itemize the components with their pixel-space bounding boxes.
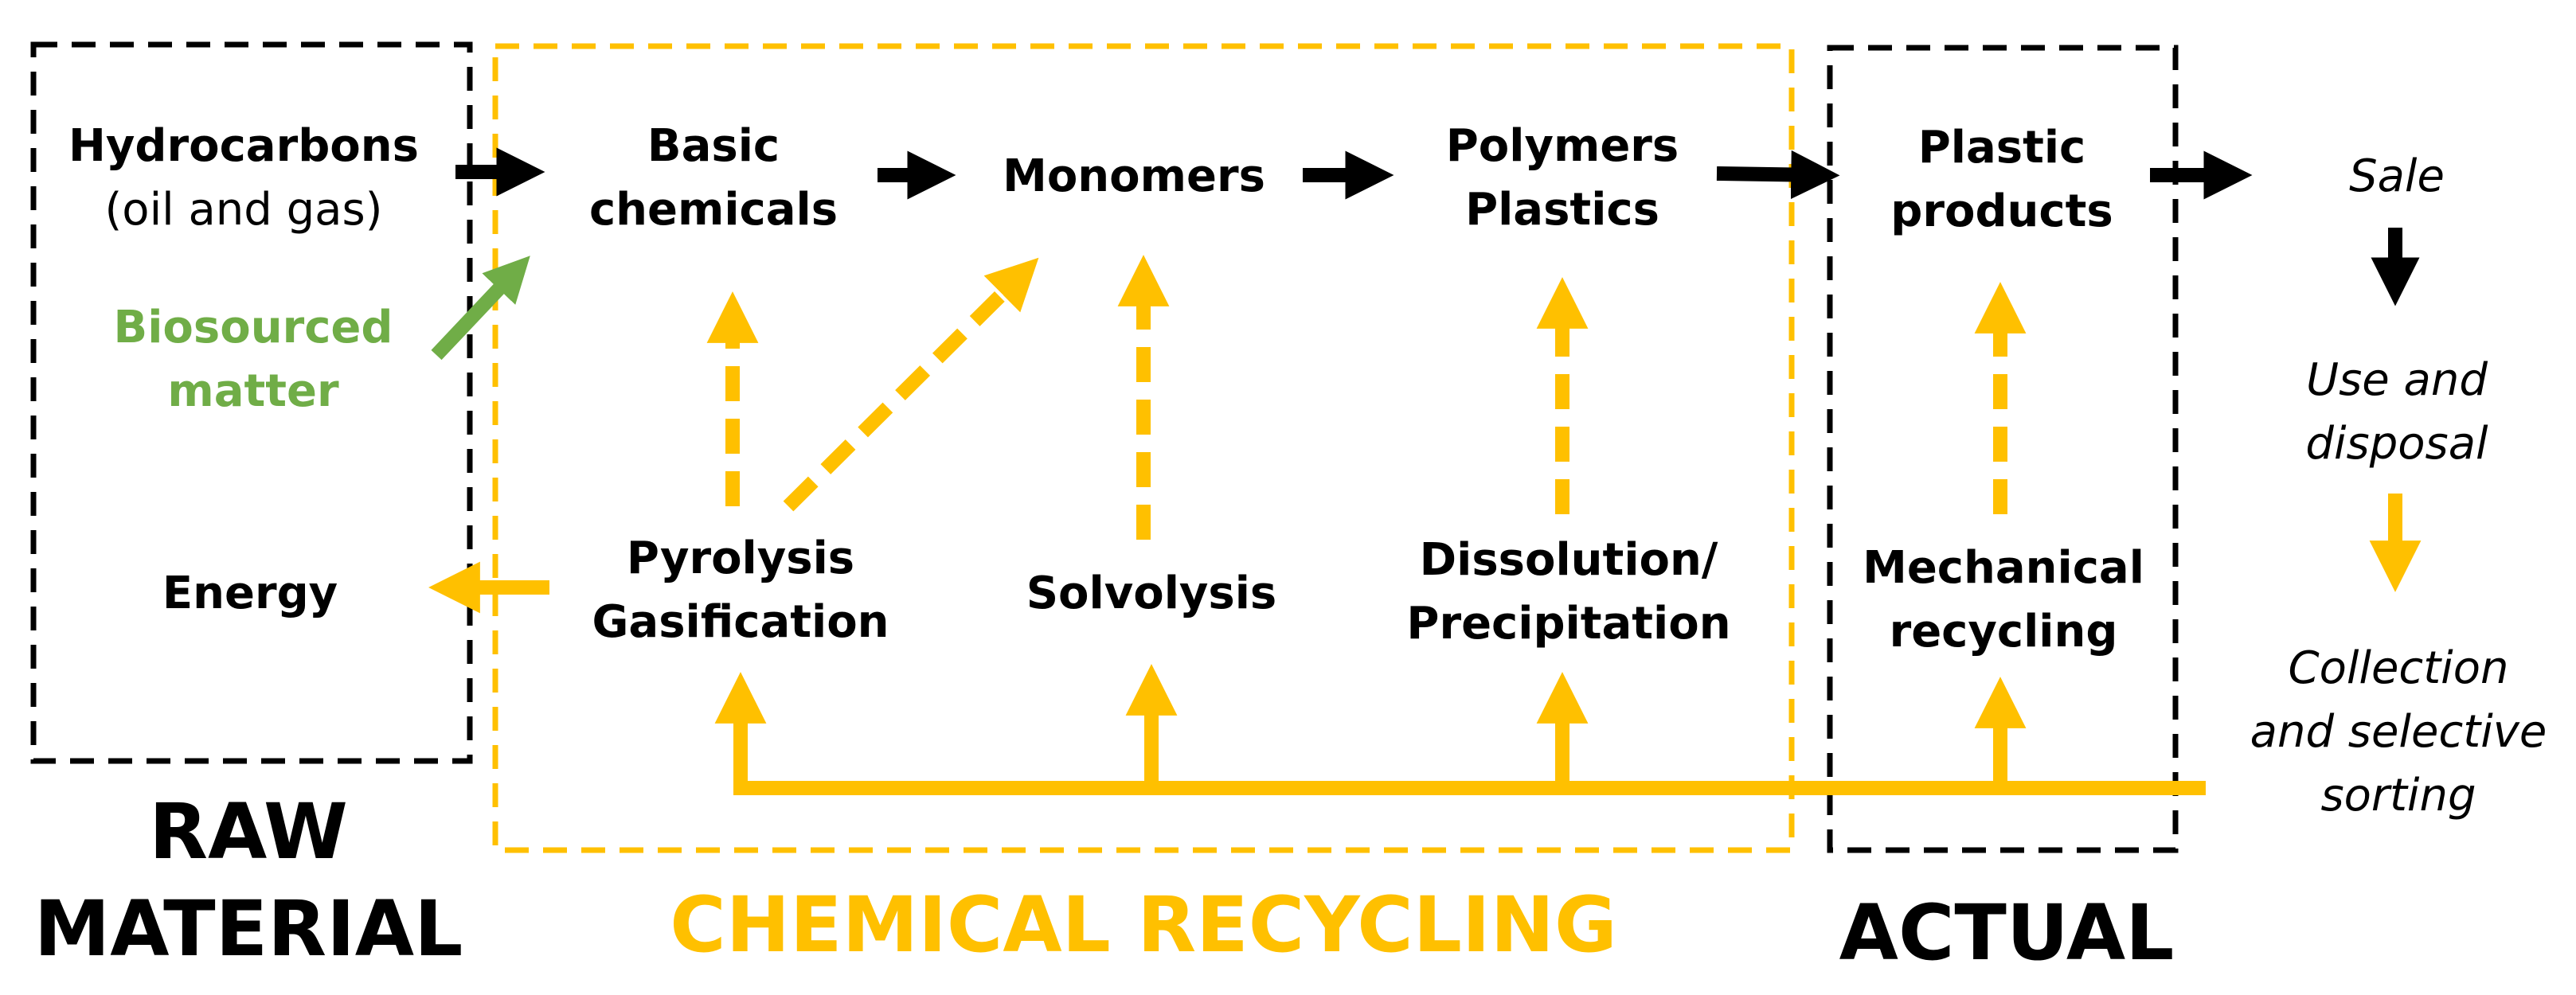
basic-chemicals-line1: Basic (647, 120, 780, 172)
pyrolysis-node: Pyrolysis Gasification (592, 527, 889, 654)
mechanical-line2: recycling (1889, 606, 2118, 657)
plastic-products-line1: Plastic (1917, 122, 2086, 174)
biosourced-label-line1: Biosourced (113, 302, 393, 353)
use-disposal-line2: disposal (2305, 418, 2488, 470)
hydrocarbons-node: Hydrocarbons (oil and gas) (68, 115, 419, 242)
collection-line1: Collection (2288, 642, 2509, 694)
polymers-node: Polymers Plastics (1446, 115, 1679, 242)
raw-material-section-label: RAW MATERIAL (34, 783, 463, 977)
dissolution-node: Dissolution/ Precipitation (1406, 529, 1730, 656)
use-disposal-line1: Use and (2306, 354, 2488, 406)
sale-label: Sale (2349, 150, 2445, 202)
biosourced-label-line2: matter (167, 365, 339, 417)
monomers-label: Monomers (1003, 150, 1265, 202)
monomers-node: Monomers (1003, 145, 1265, 209)
basic-chemicals-node: Basic chemicals (589, 115, 838, 242)
collection-line3: sorting (2320, 770, 2476, 821)
energy-node: Energy (162, 562, 338, 626)
raw-material-line2: MATERIAL (33, 884, 463, 974)
polymers-line1: Polymers (1445, 120, 1679, 172)
arrow-biosourced-to-basic (431, 256, 530, 361)
actual-section-label: ACTUAL (1839, 884, 2175, 981)
pyrolysis-line2: Gasification (592, 596, 889, 648)
basic-chemicals-line2: chemicals (588, 184, 838, 236)
use-disposal-node: Use and disposal (2305, 349, 2488, 476)
biosourced-node: Biosourced matter (114, 296, 393, 423)
plastic-products-node: Plastic products (1890, 116, 2113, 244)
chemical-recycling-label: CHEMICAL RECYCLING (670, 880, 1617, 970)
collection-line2: and selective (2250, 706, 2547, 758)
actual-label: ACTUAL (1839, 888, 2175, 977)
mechanical-line1: Mechanical (1863, 542, 2144, 594)
hydrocarbons-label: Hydrocarbons (68, 120, 419, 172)
dissolution-line1: Dissolution/ (1419, 534, 1718, 586)
pyrolysis-line1: Pyrolysis (626, 533, 855, 584)
dissolution-line2: Precipitation (1406, 598, 1731, 650)
energy-label: Energy (162, 568, 338, 619)
solvolysis-node: Solvolysis (1026, 562, 1277, 626)
solvolysis-label: Solvolysis (1026, 568, 1277, 619)
arrow-polymers-to-products (1716, 150, 1840, 200)
mechanical-recycling-node: Mechanical recycling (1863, 537, 2144, 664)
collection-feed-line (714, 672, 2206, 795)
polymers-line2: Plastics (1465, 184, 1659, 236)
actual-box (1827, 45, 2179, 853)
raw-material-line1: RAW (149, 787, 348, 876)
plastic-products-line2: products (1890, 185, 2113, 237)
collection-node: Collection and selective sorting (2250, 637, 2547, 828)
chemical-recycling-box (492, 43, 1795, 853)
chemical-recycling-section-label: CHEMICAL RECYCLING (670, 876, 1617, 974)
sale-node: Sale (2349, 145, 2445, 209)
arrow-pyrolysis-to-monomers (783, 257, 1039, 512)
hydrocarbons-sublabel: (oil and gas) (104, 184, 383, 236)
